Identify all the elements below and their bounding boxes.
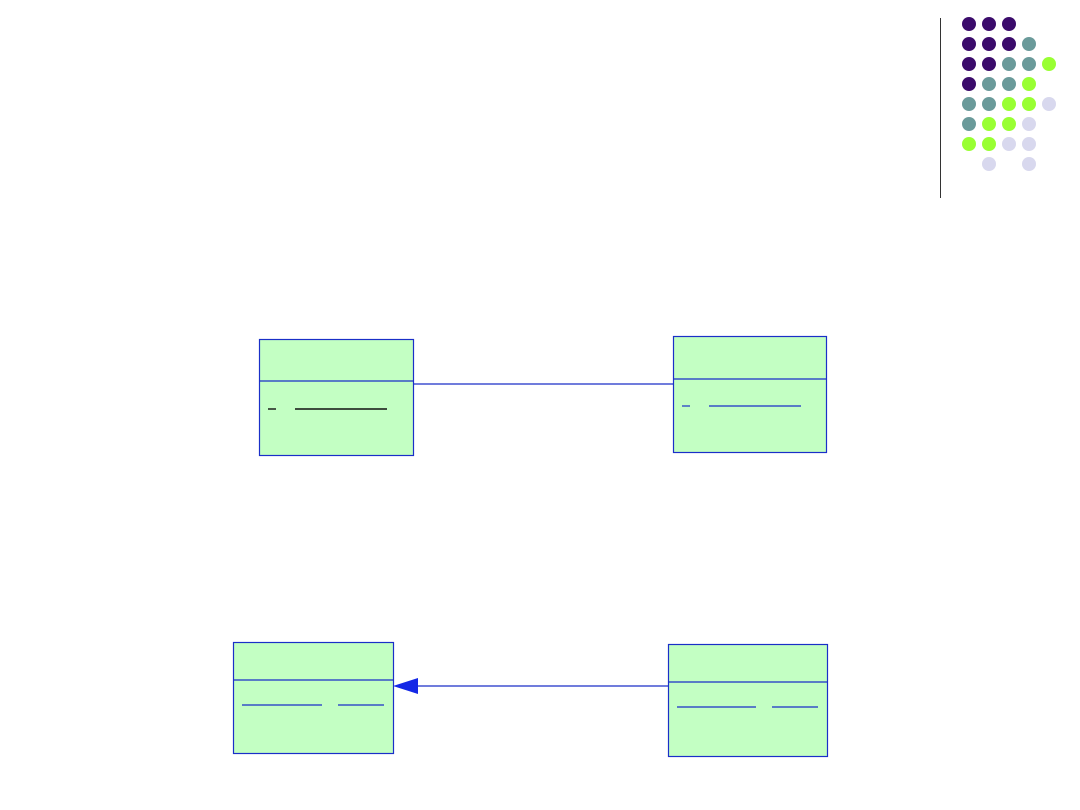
arrowhead-icon: [393, 678, 418, 694]
class-box-frame: [672, 335, 828, 454]
decorative-dot: [1002, 77, 1016, 91]
decorative-dot: [962, 97, 976, 111]
decorative-dot: [1002, 37, 1016, 51]
class-box-bottom-right[interactable]: [667, 643, 829, 758]
decorative-dot: [982, 17, 996, 31]
class-box-top-left[interactable]: [258, 338, 415, 457]
decorative-dot: [982, 157, 996, 171]
decorative-dot: [1022, 157, 1036, 171]
decorative-dot: [1022, 77, 1036, 91]
class-box-bottom-left[interactable]: [232, 641, 395, 755]
decorative-dot: [1002, 57, 1016, 71]
decorative-dot: [982, 57, 996, 71]
decorative-dot: [1022, 37, 1036, 51]
decorative-dot: [1022, 117, 1036, 131]
decorative-dot: [962, 117, 976, 131]
decorative-dot: [1042, 57, 1056, 71]
decorative-dot: [982, 137, 996, 151]
decorative-dot: [982, 77, 996, 91]
decorative-dot: [1002, 97, 1016, 111]
class-box-frame: [667, 643, 829, 758]
decorative-dot: [982, 117, 996, 131]
decorative-dot: [1042, 97, 1056, 111]
decorative-dot: [962, 77, 976, 91]
decorative-dot: [1022, 137, 1036, 151]
decorative-dot: [982, 37, 996, 51]
decorative-dot: [1002, 17, 1016, 31]
decorative-dot: [962, 37, 976, 51]
decorative-dot: [1002, 137, 1016, 151]
class-box-frame: [232, 641, 395, 755]
decorative-dot: [962, 137, 976, 151]
dot-grid-ornament: [962, 17, 1056, 171]
decorative-dot: [1022, 97, 1036, 111]
decorative-dot: [962, 17, 976, 31]
decorative-dot: [1002, 117, 1016, 131]
header-divider: [940, 18, 941, 198]
decorative-dot: [1022, 57, 1036, 71]
class-box-frame: [258, 338, 415, 457]
class-box-top-right[interactable]: [672, 335, 828, 454]
decorative-dot: [982, 97, 996, 111]
decorative-dot: [962, 57, 976, 71]
